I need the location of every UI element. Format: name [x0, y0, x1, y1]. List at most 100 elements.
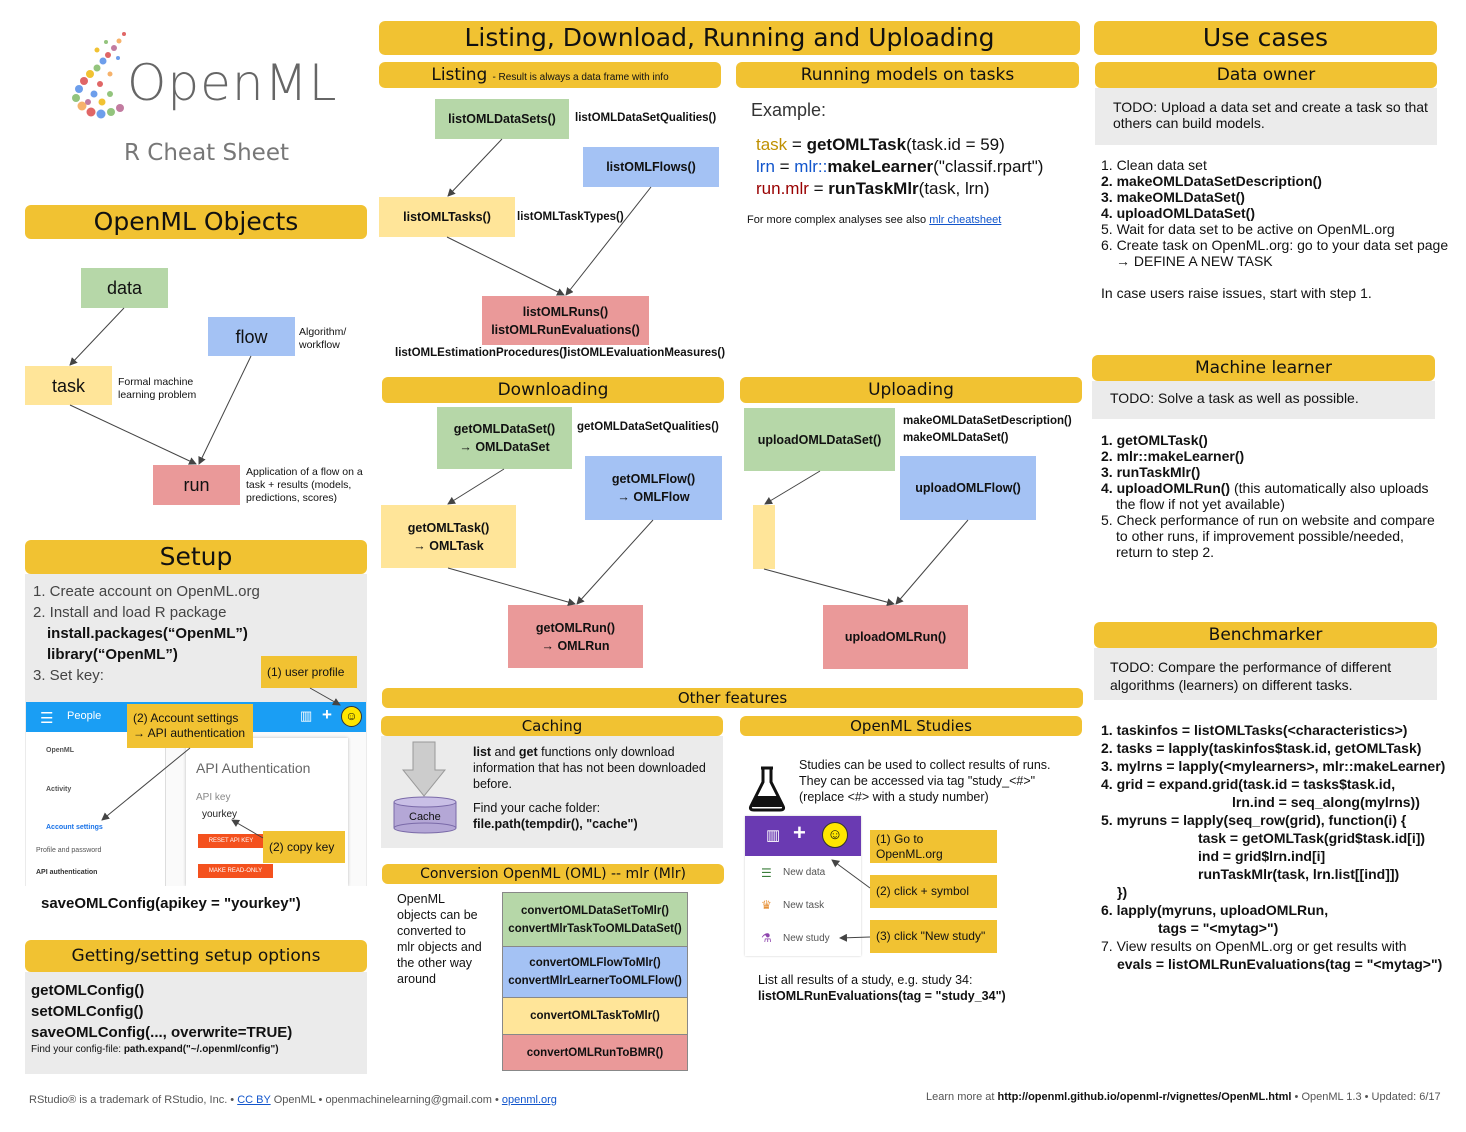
object-run: run [153, 465, 240, 505]
arrow-data-task [69, 307, 125, 366]
get-flow-label: getOMLFlow() [611, 472, 696, 486]
footer-learn-more: Learn more at [926, 1091, 998, 1103]
learner-s5b: to other runs, if improvement possible/n… [1116, 528, 1404, 544]
api-key-label: API key [196, 792, 231, 803]
menu-people[interactable]: People [67, 710, 102, 722]
menu-new-study[interactable]: New study [783, 933, 830, 944]
bench-l5b: task = getOMLTask(grid$task.id[i]) [1198, 830, 1426, 846]
footer-right: Learn more at http://openml.github.io/op… [926, 1091, 1441, 1103]
setup-step3: 3. Set key: [33, 667, 104, 684]
owner-s2: 2. makeOMLDataSetDescription() [1101, 173, 1322, 189]
reset-api-key-button[interactable]: RESET API KEY [198, 834, 264, 848]
learner-s2: 2. mlr::makeLearner() [1101, 448, 1245, 464]
make-read-only-button[interactable]: MAKE READ-ONLY [198, 864, 273, 878]
menu-icon[interactable]: ☰ [40, 710, 54, 727]
running-example-label: Example: [751, 100, 827, 120]
learner-s4: 4. uploadOMLRun() (this automatically al… [1101, 480, 1429, 496]
new-study-icon: ⚗ [761, 931, 772, 945]
new-task-icon: ♛ [761, 898, 772, 912]
sidebar-api-auth[interactable]: API authentication [36, 869, 98, 876]
bench-todo-panel [1094, 648, 1437, 700]
owner-s5: 5. Wait for data set to be active on Ope… [1101, 221, 1395, 237]
book-icon[interactable]: ▥ [300, 708, 313, 723]
options-panel [25, 972, 367, 1074]
smiley-icon[interactable]: ☺ [341, 706, 362, 727]
arrow-gettask-getrun [447, 567, 576, 606]
api-key-value[interactable]: yourkey [202, 809, 238, 820]
bench-todo2: algorithms (learners) on different tasks… [1110, 677, 1353, 693]
options-title: Getting/setting setup options [25, 940, 367, 972]
get-flow-box: getOMLFlow()→ OMLFlow [585, 456, 722, 520]
owner-todo: TODO: Upload a data set and create a tas… [1113, 99, 1428, 131]
list-runs-box: listOMLRuns()listOMLRunEvaluations() [482, 296, 649, 345]
learner-s1: 1. getOMLTask() [1101, 432, 1208, 448]
caching-code: file.path(tempdir(), "cache") [473, 817, 638, 831]
get-task-box: getOMLTask()→ OMLTask [381, 505, 516, 568]
studies-plus-icon[interactable]: + [793, 820, 806, 845]
upload-task-box [753, 505, 775, 569]
setup-code1: install.packages(“OpenML”) [47, 625, 248, 642]
bench-l7b: evals = listOMLRunEvaluations(tag = "<my… [1117, 956, 1443, 972]
bench-todo1: TODO: Compare the performance of differe… [1110, 659, 1392, 675]
flask-icon [748, 766, 786, 812]
owner-s4: 4. uploadOMLDataSet() [1101, 205, 1256, 221]
code-args: (task.id = 59) [906, 135, 1005, 154]
listing-header: Listing - Result is always a data frame … [379, 62, 721, 88]
studies-callout-2: (2) click + symbol [870, 875, 997, 908]
get-dataset-result: → OMLDataSet [459, 440, 550, 454]
mlr-cheatsheet-link[interactable]: mlr cheatsheet [929, 214, 1002, 226]
studies-book-icon[interactable]: ▥ [766, 827, 781, 844]
code-assign: = [787, 135, 807, 154]
code-assign: = [808, 179, 829, 198]
list-qualities-label: listOMLDataSetQualities() [575, 112, 717, 124]
conversion-desc-line1: OpenML [397, 892, 445, 906]
logo-subtitle: R Cheat Sheet [124, 140, 289, 166]
sidebar-account-settings[interactable]: Account settings [46, 824, 103, 831]
cc-by-link[interactable]: CC BY [237, 1094, 271, 1106]
options-l2: setOMLConfig() [31, 1003, 144, 1020]
arrow-settings [101, 747, 191, 821]
get-run-box: getOMLRun()→ OMLRun [508, 605, 643, 668]
convert-learner-label: convertMlrLearnerToOMLFlow() [508, 975, 682, 987]
list-runs-label: listOMLRuns() [522, 304, 609, 319]
code-makelearner: makeLearner [827, 157, 934, 176]
owner-s3: 3. makeOMLDataSet() [1101, 189, 1245, 205]
caching-text1: list and get functions only download [473, 745, 675, 759]
owner-title: Data owner [1095, 62, 1437, 88]
studies-smiley-icon[interactable]: ☺ [822, 822, 848, 848]
code-task-var: task [756, 135, 788, 154]
menu-new-task[interactable]: New task [783, 900, 825, 911]
vignette-link[interactable]: http://openml.github.io/openml-r/vignett… [997, 1091, 1292, 1103]
bench-l5d: runTaskMlr(task, lrn.list[[ind]]) [1198, 866, 1400, 882]
openml-settings-screenshot: ☰ People ▥ + ☺ OpenML Activity Account s… [26, 702, 366, 886]
openml-site-link[interactable]: openml.org [501, 1094, 557, 1106]
upload-make-label: makeOMLDataSet() [903, 432, 1009, 444]
learner-s5c: return to step 2. [1116, 544, 1215, 560]
learner-s5a: 5. Check performance of run on website a… [1101, 512, 1435, 528]
bench-l5c: ind = grid$lrn.ind[i] [1198, 848, 1326, 864]
upload-desc-label: makeOMLDataSetDescription() [903, 415, 1072, 427]
caching-title: Caching [381, 716, 723, 736]
sidebar-openml[interactable]: OpenML [46, 747, 74, 754]
running-code-line3: run.mlr = runTaskMlr(task, lrn) [756, 179, 990, 199]
footer-left: RStudio® is a trademark of RStudio, Inc.… [29, 1094, 557, 1106]
objects-title: OpenML Objects [25, 205, 367, 239]
sidebar-activity[interactable]: Activity [46, 786, 72, 793]
arrow-upds-uptask [764, 470, 821, 505]
bench-l6b: tags = "<mytag>") [1158, 920, 1279, 936]
options-note: Find your config-file: path.expand("~/.o… [31, 1044, 279, 1055]
arrow-studies-new [839, 933, 871, 942]
bench-l4b: lrn.ind = seq_along(mylrns)) [1232, 794, 1420, 810]
caching-text3: before. [473, 777, 512, 791]
get-task-result: → OMLTask [413, 538, 484, 553]
flow-note: Algorithm/ workflow [299, 326, 347, 351]
caching-and: and [491, 745, 519, 759]
sidebar-profile[interactable]: Profile and password [36, 847, 102, 854]
setup-step1: 1. Create account on OpenML.org [33, 583, 260, 600]
arrow-flow-run [198, 355, 252, 465]
download-arrow-icon [402, 741, 446, 797]
plus-icon[interactable]: + [322, 705, 332, 724]
conversion-desc-line5: the other way [397, 956, 473, 970]
menu-new-data[interactable]: New data [783, 867, 826, 878]
convert-task-label: convertMlrTaskToOMLDataSet() [508, 922, 682, 935]
